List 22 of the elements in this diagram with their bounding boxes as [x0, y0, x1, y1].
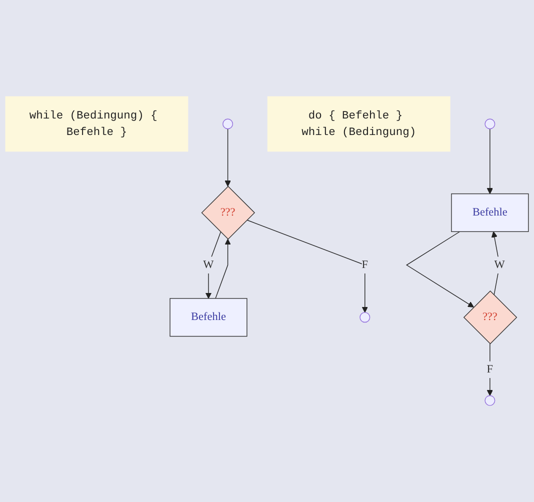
node-circle: [484, 118, 496, 130]
node-box: Befehle: [170, 298, 248, 337]
edge-label: F: [362, 258, 368, 271]
node-circle: [222, 118, 234, 130]
arrow: [215, 238, 231, 299]
node-box: do { Befehle } while (Bedingung): [267, 96, 450, 152]
arrow: [406, 231, 474, 308]
edge-label: W: [203, 258, 214, 271]
node-circle: [360, 312, 370, 323]
arrow: [486, 128, 494, 194]
arrow: [246, 220, 368, 313]
arrow: [224, 128, 231, 187]
edge-label: W: [494, 258, 505, 271]
node-diamond: ???: [463, 290, 518, 344]
node-box: Befehle: [451, 193, 529, 232]
edge-label: F: [486, 363, 494, 376]
node-box: while (Bedingung) { Befehle }: [5, 96, 188, 152]
arrow: [486, 343, 494, 396]
arrow: [205, 232, 222, 299]
node-circle: [484, 395, 496, 406]
node-diamond: ???: [201, 186, 256, 240]
arrow: [491, 231, 500, 296]
